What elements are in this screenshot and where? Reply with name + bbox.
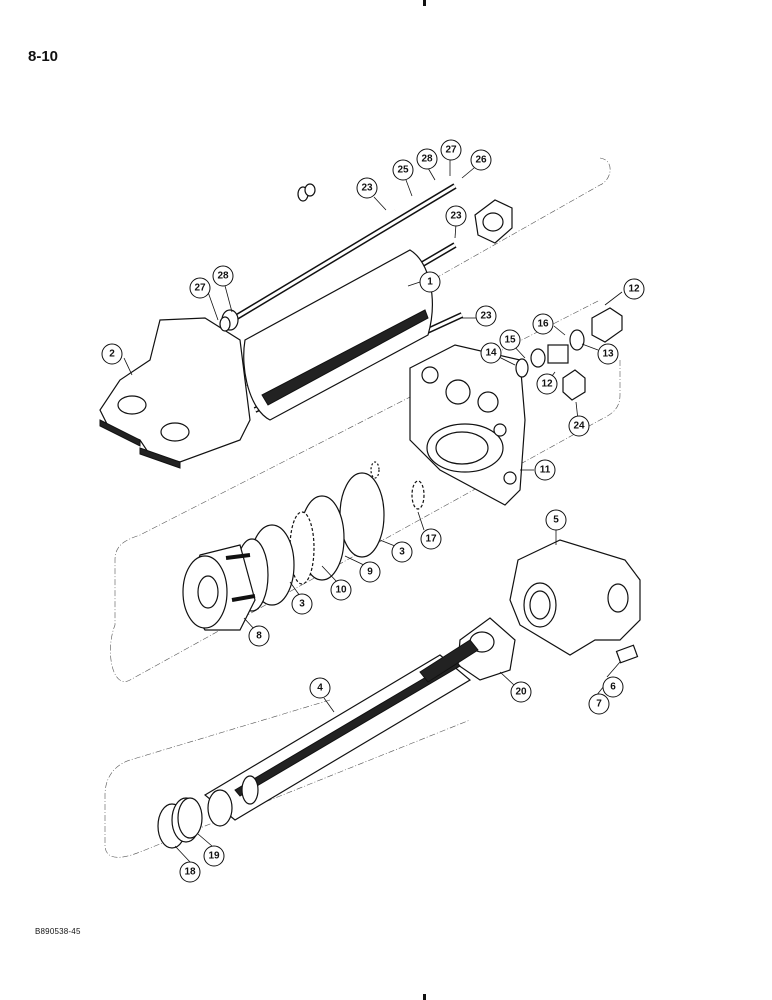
callout-label: 5 [553, 515, 559, 526]
top-margin-mark [423, 0, 426, 6]
callout-label: 28 [421, 154, 433, 165]
callout-label: 18 [184, 867, 196, 878]
callout-15: 15 [499, 329, 521, 351]
callout-label: 27 [445, 145, 457, 156]
callout-25: 25 [392, 159, 414, 181]
callout-label: 23 [480, 311, 492, 322]
callout-1-tube: 1 [419, 271, 441, 293]
callout-23-lower-rod: 23 [475, 305, 497, 327]
page-number: 8-10 [28, 48, 59, 65]
piston-part [182, 544, 256, 631]
bottom-margin-mark [423, 994, 426, 1000]
callout-9: 9 [359, 561, 381, 583]
callout-label: 2 [109, 349, 115, 360]
callout-label: 7 [596, 699, 602, 710]
callout-label: 3 [299, 599, 305, 610]
callout-26: 26 [470, 149, 492, 171]
upper-envelope [110, 157, 621, 682]
callout-23-upper-rod: 23 [356, 177, 378, 199]
callout-label: 20 [515, 687, 527, 698]
seal-rings [235, 461, 425, 612]
callout-label: 28 [217, 271, 229, 282]
callout-label: 14 [485, 348, 497, 359]
callout-6: 6 [602, 676, 624, 698]
callout-label: 6 [610, 682, 616, 693]
rod-eye-part [509, 539, 641, 656]
callout-label: 16 [537, 319, 549, 330]
callout-label: 4 [317, 683, 323, 694]
piston-rod-part [203, 639, 479, 827]
callout-label: 26 [475, 155, 487, 166]
callout-3-lower: 3 [291, 593, 313, 615]
callout-label: 12 [628, 284, 640, 295]
callout-label: 17 [425, 534, 437, 545]
set-screw-part [615, 644, 639, 664]
callout-label: 24 [573, 421, 585, 432]
callout-27-top: 27 [440, 139, 462, 161]
callout-5: 5 [545, 509, 567, 531]
callout-label: 23 [450, 211, 462, 222]
callout-17: 17 [420, 528, 442, 550]
cylinder-tube-assembly [99, 183, 464, 469]
callout-label: 15 [504, 335, 516, 346]
callout-label: 9 [367, 567, 373, 578]
callout-13: 13 [597, 343, 619, 365]
callout-28-left: 28 [212, 265, 234, 287]
callout-18: 18 [179, 861, 201, 883]
figure-code: B890538-45 [35, 927, 81, 936]
callout-label: 3 [399, 547, 405, 558]
callout-10: 10 [330, 579, 352, 601]
callout-7: 7 [588, 693, 610, 715]
callout-23-middle-rod: 23 [445, 205, 467, 227]
callout-14: 14 [480, 342, 502, 364]
callout-2-cap: 2 [101, 343, 123, 365]
callout-label: 19 [208, 851, 220, 862]
callout-label: 13 [602, 349, 614, 360]
callout-label: 10 [335, 585, 347, 596]
callout-16: 16 [532, 313, 554, 335]
callout-label: 12 [541, 379, 553, 390]
fitting-parts [515, 307, 623, 401]
callout-28-top: 28 [416, 148, 438, 170]
callout-3-upper: 3 [391, 541, 413, 563]
head-assembly [409, 344, 526, 506]
callout-19: 19 [203, 845, 225, 867]
callout-24: 24 [568, 415, 590, 437]
callout-12-lower: 12 [536, 373, 558, 395]
callout-20: 20 [510, 681, 532, 703]
callout-label: 11 [540, 465, 551, 476]
wiper-rings [157, 797, 203, 849]
callout-label: 23 [361, 183, 373, 194]
callout-label: 8 [256, 631, 262, 642]
callout-4: 4 [309, 677, 331, 699]
callout-27-left: 27 [189, 277, 211, 299]
lower-envelope [104, 699, 471, 858]
callout-12-upper: 12 [623, 278, 645, 300]
callout-label: 1 [427, 277, 433, 288]
callout-label: 25 [397, 165, 409, 176]
callout-label: 27 [194, 283, 206, 294]
callout-8: 8 [248, 625, 270, 647]
callout-11: 11 [534, 459, 556, 481]
